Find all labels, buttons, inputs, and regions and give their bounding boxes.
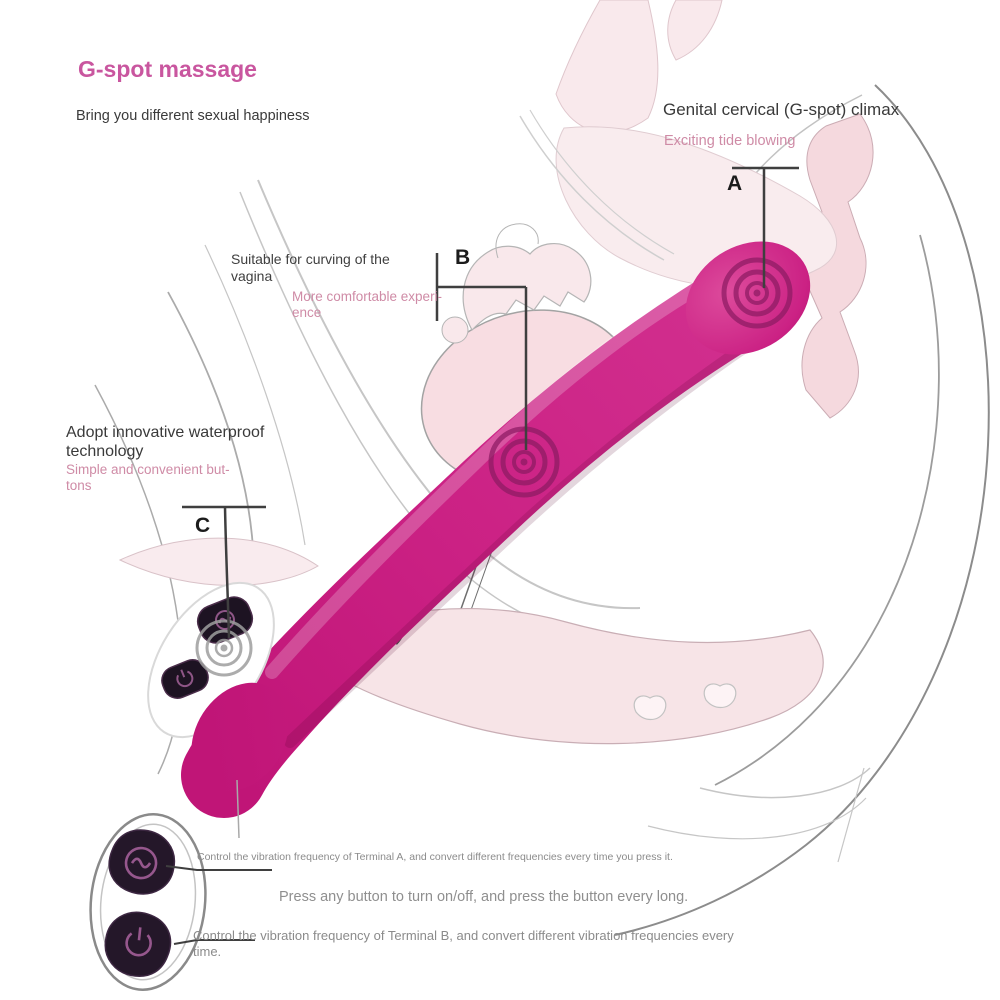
vibrator-handle — [191, 682, 289, 792]
page-subtitle: Bring you different sexual happiness — [76, 108, 310, 124]
page-title: G-spot massage — [78, 56, 257, 82]
remote-pointer-lines — [165, 865, 272, 945]
marker-letter-c: C — [195, 514, 211, 537]
annotation-b-subtext: More comfortable experi- ence — [292, 289, 442, 321]
caption-terminal-b-line1: Control the vibration frequency of Termi… — [193, 928, 734, 943]
annotation-b-subtext-line1: More comfortable experi- — [292, 289, 443, 304]
vibrator-product — [147, 241, 811, 818]
caption-power: Press any button to turn on/off, and pre… — [279, 889, 689, 905]
uterus-shape — [462, 243, 592, 331]
marker-letter-b: B — [455, 246, 471, 269]
annotation-b-heading-line2: vagina — [231, 268, 273, 284]
marker-line-c — [182, 505, 266, 639]
product-power-button — [161, 659, 209, 699]
caption-terminal-b-line2: time. — [193, 944, 222, 959]
caption-terminal-a: Control the vibration frequency of Termi… — [197, 851, 673, 863]
power-icon — [176, 669, 194, 688]
annotation-a-heading: Genital cervical (G-spot) climax — [663, 100, 900, 119]
wave-icon — [124, 846, 158, 880]
annotation-b-subtext-line2: ence — [292, 305, 322, 320]
annotation-c-subtext-line2: tons — [66, 478, 92, 493]
vibration-target-tip-icon — [721, 257, 793, 329]
annotation-a-subtext: Exciting tide blowing — [664, 133, 796, 149]
vibration-target-mid-icon — [488, 426, 560, 498]
annotation-c-heading-line1: Adopt innovative waterproof — [66, 424, 265, 441]
remote-wave-button — [108, 829, 176, 895]
annotation-c-subtext-line1: Simple and convenient but- — [66, 462, 230, 477]
sacrum-shape — [801, 113, 874, 419]
annotation-b-heading: Suitable for curving of the vagina — [231, 251, 390, 285]
marker-line-b — [435, 253, 528, 450]
marker-letter-a: A — [727, 172, 743, 195]
annotation-c-heading-line2: technology — [66, 443, 144, 460]
annotation-c-heading: Adopt innovative waterproof technology — [66, 423, 264, 461]
remote-power-button — [104, 911, 172, 978]
power-icon — [125, 927, 152, 957]
annotation-b-heading-line1: Suitable for curving of the — [231, 251, 390, 267]
caption-terminal-b: Control the vibration frequency of Termi… — [193, 928, 734, 960]
callout-lines — [182, 166, 799, 639]
vibration-target-base-icon — [195, 619, 253, 677]
marker-line-a — [732, 166, 799, 288]
annotation-c-subtext: Simple and convenient but- tons — [66, 462, 230, 494]
remote-control — [89, 813, 207, 991]
